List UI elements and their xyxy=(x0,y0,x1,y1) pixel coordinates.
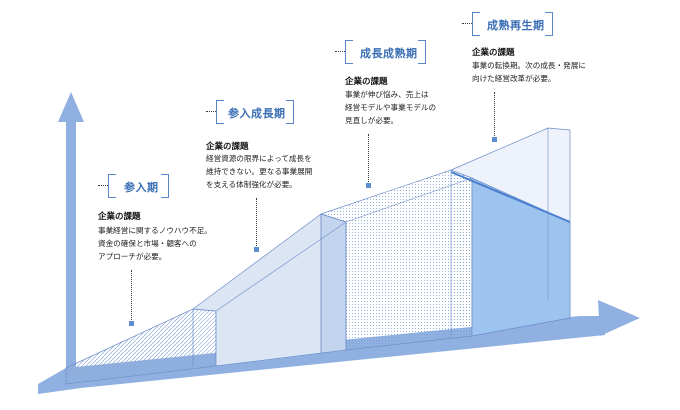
stage-3-leader-line xyxy=(368,134,369,184)
stage-2-bracket-right xyxy=(286,100,294,124)
stage-1-challenge-text: 事業経営に関するノウハウ不足。 資金の確保と市場・顧客への アプローチが必要。 xyxy=(98,224,212,263)
stage-3-challenge-heading: 企業の課題 xyxy=(345,77,388,87)
stage-3-bracket-left xyxy=(345,40,353,64)
stage-2-block xyxy=(192,213,347,367)
stage-4-title: 成熟再生期 xyxy=(487,19,545,32)
stage-3-line-2: 経営モデルや事業モデルの xyxy=(345,103,437,112)
stage-1-dotted-line xyxy=(98,185,108,186)
stage-3-title: 成長成熟期 xyxy=(360,47,418,60)
stage-2-leader-line xyxy=(256,198,257,248)
stage-3-line-3: 見直しが必要。 xyxy=(345,116,399,125)
stage-2-bracket-left xyxy=(216,100,224,124)
stage-4-bracket-left xyxy=(472,12,480,36)
stage-4-challenge-heading: 企業の課題 xyxy=(472,48,515,58)
stage-1-leader-line xyxy=(131,270,132,322)
stage-4-line-1: 事業の転換期。次の成長・発展に xyxy=(472,61,586,70)
stage-2-line-1: 経営資源の限界によって成長を xyxy=(206,154,312,163)
stage-4-line-2: 向けた経営改革が必要。 xyxy=(472,74,556,83)
stage-2-line-3: を支える体制強化が必要。 xyxy=(206,180,297,189)
stage-1-marker xyxy=(129,321,134,326)
stage-1-bracket-right xyxy=(161,174,169,198)
stage-1-line-1: 事業経営に関するノウハウ不足。 xyxy=(98,226,212,235)
stage-4-leader-line xyxy=(494,92,495,138)
stage-2-marker xyxy=(254,247,259,252)
stage-3-marker xyxy=(366,183,371,188)
stage-4-block xyxy=(450,127,571,337)
stage-4-challenge-text: 事業の転換期。次の成長・発展に 向けた経営改革が必要。 xyxy=(472,59,586,85)
stage-divider-lines xyxy=(320,170,452,353)
stage-3-line-1: 事業が伸び悩み、売上は xyxy=(345,90,429,99)
stage-4-marker xyxy=(492,137,497,142)
stage-1-challenge-heading: 企業の課題 xyxy=(98,212,141,222)
stage-2-challenge-text: 経営資源の限界によって成長を 維持できない。更なる事業展開 を支える体制強化が必… xyxy=(206,152,312,191)
stage-3-challenge-text: 事業が伸び悩み、売上は 経営モデルや事業モデルの 見直しが必要。 xyxy=(345,88,436,127)
stage-1-title: 参入期 xyxy=(124,181,159,194)
stage-3-block xyxy=(319,169,473,351)
stage-4-dotted-line xyxy=(462,23,472,24)
stage-2-title: 参入成長期 xyxy=(228,107,286,120)
stage-1-bracket-left xyxy=(108,174,116,198)
stage-2-line-2: 維持できない。更なる事業展開 xyxy=(206,167,313,176)
stage-1-line-3: アプローチが必要。 xyxy=(98,252,167,261)
stage-2-challenge-heading: 企業の課題 xyxy=(206,142,249,152)
stage-4-bracket-right xyxy=(545,12,553,36)
stage-1-line-2: 資金の確保と市場・顧客への xyxy=(98,239,197,248)
vertical-axis-arrow xyxy=(58,92,84,372)
stage-3-dotted-line xyxy=(335,51,345,52)
stage-2-dotted-line xyxy=(206,111,216,112)
stage-3-bracket-right xyxy=(418,40,426,64)
